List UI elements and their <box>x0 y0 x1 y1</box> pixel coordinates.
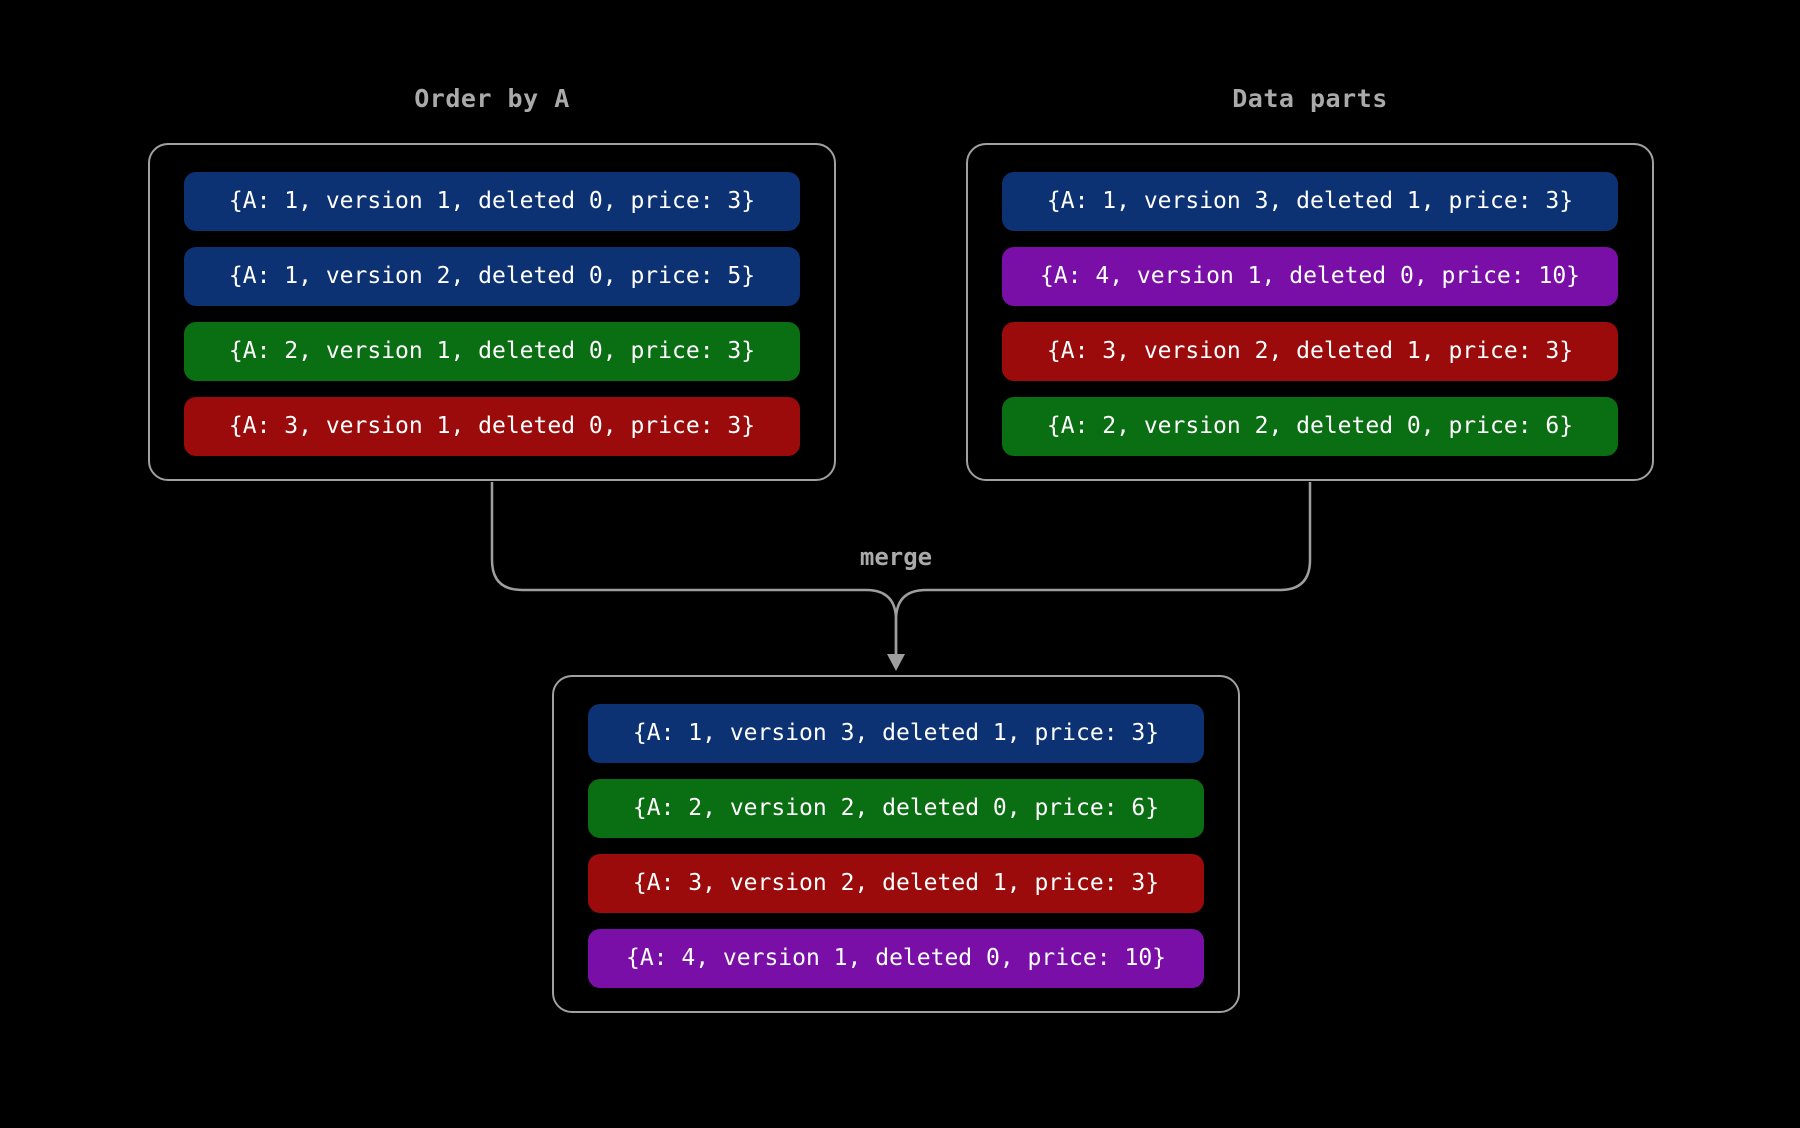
data-part-row: {A: 1, version 3, deleted 1, price: 3} <box>1002 172 1618 231</box>
merged-result-box: {A: 1, version 3, deleted 1, price: 3} {… <box>552 675 1240 1013</box>
data-part-row: {A: 1, version 1, deleted 0, price: 3} <box>184 172 800 231</box>
data-part-row: {A: 4, version 1, deleted 0, price: 10} <box>1002 247 1618 306</box>
left-box-title: Order by A <box>414 84 570 113</box>
arrowhead-icon <box>887 654 905 671</box>
order-by-a-box: {A: 1, version 1, deleted 0, price: 3} {… <box>148 143 836 481</box>
data-part-row: {A: 4, version 1, deleted 0, price: 10} <box>588 929 1204 988</box>
data-part-row: {A: 2, version 2, deleted 0, price: 6} <box>1002 397 1618 456</box>
right-box-title: Data parts <box>1232 84 1388 113</box>
merge-label: merge <box>859 543 933 571</box>
data-parts-box: {A: 1, version 3, deleted 1, price: 3} {… <box>966 143 1654 481</box>
data-part-row: {A: 2, version 1, deleted 0, price: 3} <box>184 322 800 381</box>
data-part-row: {A: 1, version 2, deleted 0, price: 5} <box>184 247 800 306</box>
data-part-row: {A: 1, version 3, deleted 1, price: 3} <box>588 704 1204 763</box>
data-part-row: {A: 2, version 2, deleted 0, price: 6} <box>588 779 1204 838</box>
data-part-row: {A: 3, version 2, deleted 1, price: 3} <box>588 854 1204 913</box>
data-part-row: {A: 3, version 1, deleted 0, price: 3} <box>184 397 800 456</box>
data-part-row: {A: 3, version 2, deleted 1, price: 3} <box>1002 322 1618 381</box>
